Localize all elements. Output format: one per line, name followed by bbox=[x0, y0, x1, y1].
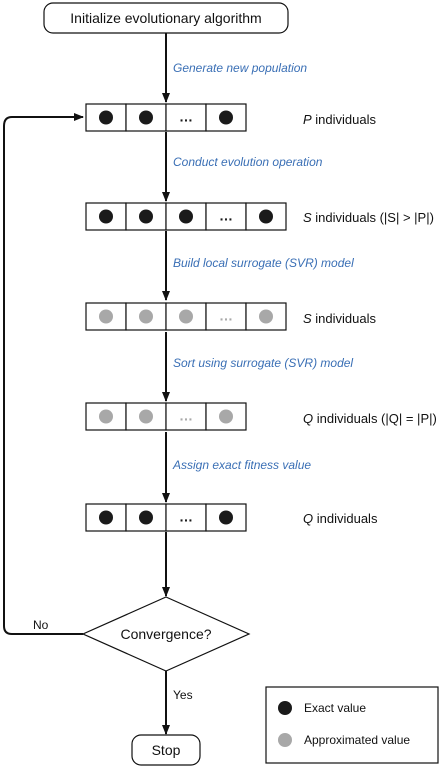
exact-value-dot bbox=[99, 510, 113, 525]
exact-value-dot bbox=[99, 209, 113, 224]
exact-value-dot bbox=[139, 209, 153, 224]
legend-approx-label: Approximated value bbox=[304, 733, 410, 747]
population-cell bbox=[165, 103, 207, 132]
population-cell bbox=[205, 103, 247, 132]
population-cell bbox=[165, 302, 207, 331]
decision-label: Convergence? bbox=[120, 626, 211, 642]
population-label-s-exact: S individuals (|S| > |P|) bbox=[303, 210, 434, 225]
approx-value-dot bbox=[99, 309, 113, 324]
ellipsis-mark: … bbox=[219, 308, 233, 324]
exact-value-dot bbox=[219, 510, 233, 525]
population-label-p: P individuals bbox=[303, 112, 376, 127]
population-label-s-approx: S individuals bbox=[303, 311, 376, 326]
population-row-q-exact: … bbox=[85, 503, 247, 532]
population-row-s-approx: … bbox=[85, 302, 287, 331]
approx-value-dot bbox=[139, 409, 153, 424]
ellipsis-mark: … bbox=[179, 109, 193, 125]
step-generate-label: Generate new population bbox=[173, 61, 307, 75]
stop-node-label: Stop bbox=[152, 742, 181, 758]
population-row-s-exact: … bbox=[85, 202, 287, 231]
no-loop-arrow bbox=[3, 113, 84, 635]
step-assign-label: Assign exact fitness value bbox=[172, 458, 311, 472]
legend-box bbox=[265, 686, 439, 764]
approx-value-dot bbox=[259, 309, 273, 324]
exact-value-dot bbox=[99, 110, 113, 125]
step-sort-label: Sort using surrogate (SVR) model bbox=[173, 356, 353, 370]
step-evolve-label: Conduct evolution operation bbox=[173, 155, 323, 169]
approx-value-dot bbox=[139, 309, 153, 324]
ellipsis-mark: … bbox=[179, 509, 193, 525]
branch-yes-label: Yes bbox=[173, 688, 193, 702]
legend-exact-dot bbox=[278, 701, 292, 715]
approx-value-dot bbox=[219, 409, 233, 424]
step-build-label: Build local surrogate (SVR) model bbox=[173, 256, 354, 270]
population-cell bbox=[205, 302, 247, 331]
legend-exact-label: Exact value bbox=[304, 701, 366, 715]
stop-node bbox=[131, 734, 201, 766]
exact-value-dot bbox=[139, 510, 153, 525]
population-label-q-exact: Q individuals bbox=[303, 511, 378, 526]
population-cell bbox=[165, 402, 207, 431]
exact-value-dot bbox=[139, 110, 153, 125]
population-label-q-approx: Q individuals (|Q| = |P|) bbox=[303, 411, 437, 426]
exact-value-dot bbox=[259, 209, 273, 224]
exact-value-dot bbox=[219, 110, 233, 125]
start-node-label: Initialize evolutionary algorithm bbox=[70, 10, 261, 26]
population-row-q-approx: … bbox=[85, 402, 247, 431]
ellipsis-mark: … bbox=[179, 408, 193, 424]
legend-approx-dot bbox=[278, 733, 292, 747]
ellipsis-mark: … bbox=[219, 208, 233, 224]
approx-value-dot bbox=[179, 309, 193, 324]
population-row-p: … bbox=[85, 103, 247, 132]
branch-no-label: No bbox=[33, 618, 49, 632]
exact-value-dot bbox=[179, 209, 193, 224]
approx-value-dot bbox=[99, 409, 113, 424]
